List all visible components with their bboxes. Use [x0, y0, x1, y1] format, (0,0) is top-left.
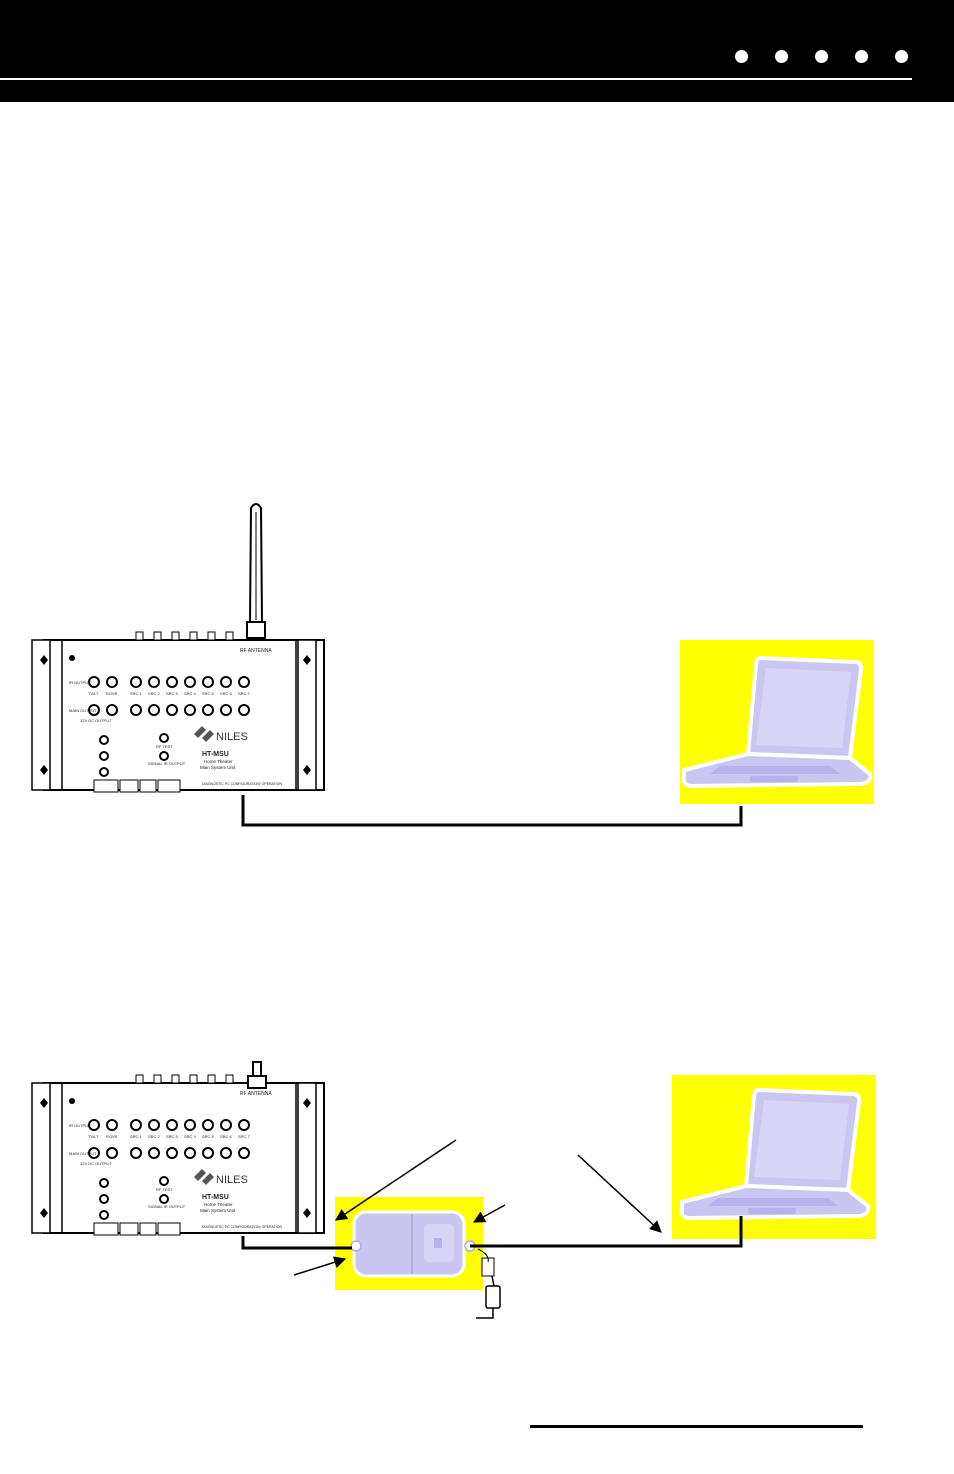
rf-antenna	[246, 503, 266, 639]
callout-arrow	[472, 1204, 506, 1223]
ir-output-label: IR OUTPUT	[69, 680, 91, 685]
model-subtitle-1: Home Theater	[204, 759, 233, 764]
src-label-5: SRC 5	[202, 1134, 215, 1139]
niles-logo: NILES	[194, 1169, 248, 1186]
src-label-tv: TV/LT	[88, 1134, 99, 1139]
model-subtitle-2: Main System Unit	[200, 765, 236, 770]
direct-cable	[241, 795, 743, 827]
header-dot	[815, 50, 828, 63]
device-to-adapter-cable	[241, 1236, 352, 1250]
power-adapter-icon	[476, 1248, 501, 1319]
model-text: HT-MSU	[202, 751, 229, 758]
src-label-7: SRC 7	[238, 1134, 251, 1139]
signal-output-label: SIGNAL IR OUTPUT	[148, 761, 186, 766]
ir-output-label: IR OUTPUT	[69, 1123, 91, 1128]
antenna-label: RF ANTENNA	[240, 648, 272, 654]
model-subtitle-2: Main System Unit	[200, 1208, 236, 1213]
model-text: HT-MSU	[202, 1194, 229, 1201]
header-dot	[775, 50, 788, 63]
header-rule	[0, 78, 912, 80]
header-dot	[855, 50, 868, 63]
src-label-5: SRC 5	[202, 691, 215, 696]
callout-arrow	[577, 1154, 662, 1233]
src-label-4: SRC 4	[184, 691, 197, 696]
page-header-bar	[0, 0, 954, 102]
src-label-6: SRC 6	[220, 691, 233, 696]
src-label-2: SRC 2	[148, 691, 161, 696]
brand-text: NILES	[216, 1174, 248, 1186]
src-label-3: SRC 3	[166, 691, 179, 696]
adapter-to-laptop-cable	[470, 1216, 743, 1248]
src-label-rovr: ROVR	[106, 691, 118, 696]
footer-rule	[530, 1425, 863, 1428]
src-label-1: SRC 1	[130, 1134, 143, 1139]
header-dot	[735, 50, 748, 63]
ht-msu-device: RF ANTENNA IR OUTPUT MAIN OUTPUT TV/LT R…	[31, 1074, 325, 1236]
laptop-highlight	[672, 1075, 876, 1239]
main-output-label: MAIN OUTPUT	[69, 708, 97, 713]
ht-msu-device: RF ANTENNA IR OUTPUT MAIN OUTPUT TV/LT R…	[31, 631, 325, 793]
model-subtitle-1: Home Theater	[204, 1202, 233, 1207]
antenna-label: RF ANTENNA	[240, 1091, 272, 1097]
src-label-rovr: ROVR	[106, 1134, 118, 1139]
diagnostic-port-label: DIAGNOSTIC PC CONFIGURATION/ OPERATION	[202, 782, 282, 786]
src-label-3: SRC 3	[166, 1134, 179, 1139]
src-label-7: SRC 7	[238, 691, 251, 696]
src-label-4: SRC 4	[184, 1134, 197, 1139]
laptop-highlight	[680, 640, 874, 804]
signal-output-label: SIGNAL IR OUTPUT	[148, 1204, 186, 1209]
adapter-highlight	[335, 1197, 483, 1290]
rf-test-label: RF TEST	[156, 1187, 173, 1192]
rf-test-label: RF TEST	[156, 744, 173, 749]
src-label-tv: TV/LT	[88, 691, 99, 696]
antenna-connector	[247, 1061, 267, 1089]
main-output-label: MAIN OUTPUT	[69, 1151, 97, 1156]
brand-text: NILES	[216, 731, 248, 743]
src-label-1: SRC 1	[130, 691, 143, 696]
callout-arrow	[293, 1256, 347, 1276]
ir-block-label: 12V DC OUTPUT	[80, 718, 112, 723]
diagnostic-port-label: DIAGNOSTIC PC CONFIGURATION/ OPERATION	[202, 1225, 282, 1229]
niles-logo: NILES	[194, 726, 248, 743]
src-label-2: SRC 2	[148, 1134, 161, 1139]
callout-arrow	[335, 1139, 457, 1221]
ir-block-label: 12V DC OUTPUT	[80, 1161, 112, 1166]
src-label-6: SRC 6	[220, 1134, 233, 1139]
header-dot	[895, 50, 908, 63]
